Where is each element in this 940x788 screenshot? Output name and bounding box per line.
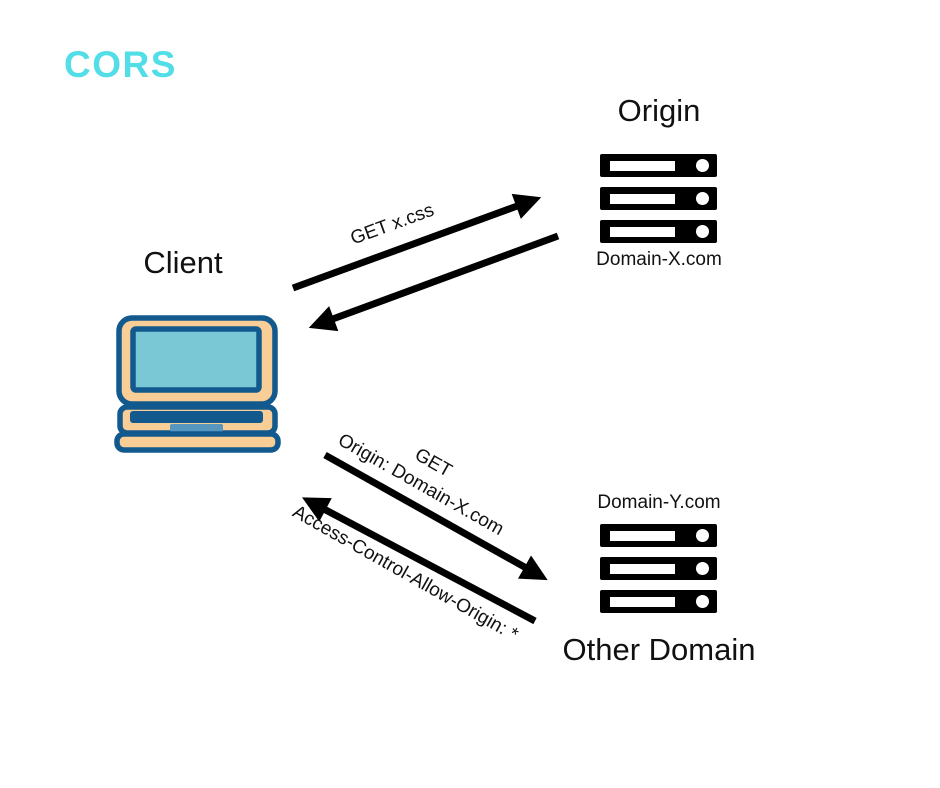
server-slot [610, 596, 675, 607]
server-led [696, 225, 709, 238]
other-domain-server-icon [600, 524, 717, 613]
server-slot [610, 530, 675, 541]
server-bar [600, 220, 717, 243]
diagram-title: CORS [64, 44, 177, 85]
other-domain-domain-label: Domain-Y.com [597, 492, 721, 513]
client-node-label: Client [143, 245, 223, 280]
server-bar [600, 557, 717, 580]
server-slot [610, 160, 675, 171]
laptop-icon [114, 315, 281, 453]
server-led [696, 192, 709, 205]
server-slot [610, 193, 675, 204]
server-bar [600, 187, 717, 210]
server-led [696, 159, 709, 172]
server-led [696, 529, 709, 542]
other-domain-node-label: Other Domain [562, 632, 756, 667]
server-bar [600, 590, 717, 613]
server-slot [610, 226, 675, 237]
server-bar [600, 524, 717, 547]
server-led [696, 595, 709, 608]
server-led [696, 562, 709, 575]
server-bar [600, 154, 717, 177]
server-slot [610, 563, 675, 574]
origin-domain-label: Domain-X.com [596, 249, 722, 270]
origin-node-label: Origin [617, 93, 701, 128]
origin-server-icon [600, 154, 717, 243]
top-request-label: GET x.css [347, 199, 437, 250]
